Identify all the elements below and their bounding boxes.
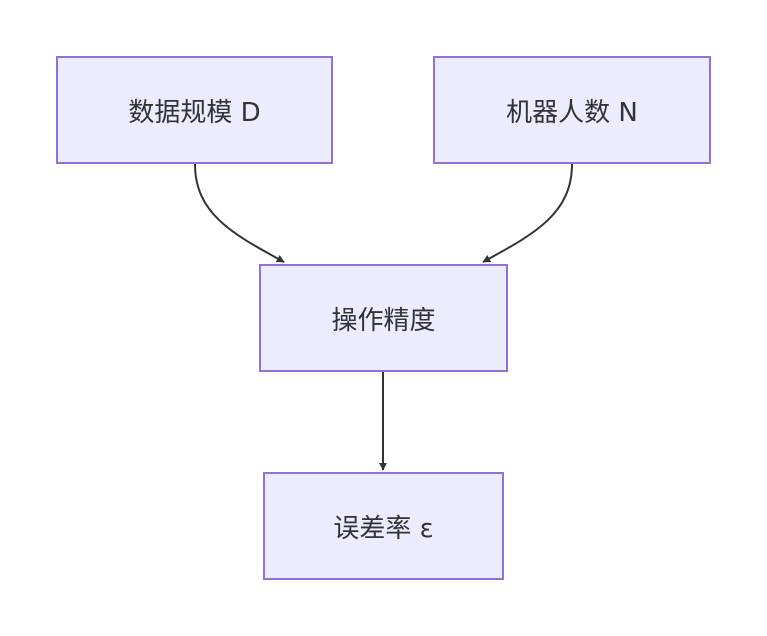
edge-data-scale-to-precision: [194, 163, 285, 263]
edge-robot-count-to-precision: [482, 163, 573, 263]
node-error-rate: 误差率 ε: [263, 472, 504, 580]
node-robot-count-label: 机器人数 N: [506, 97, 638, 128]
node-robot-count: 机器人数 N: [433, 56, 711, 164]
node-data-scale: 数据规模 D: [56, 56, 333, 164]
node-error-rate-label: 误差率 ε: [333, 513, 434, 544]
node-precision: 操作精度: [259, 264, 508, 372]
node-data-scale-label: 数据规模 D: [128, 97, 261, 128]
node-precision-label: 操作精度: [331, 305, 436, 336]
